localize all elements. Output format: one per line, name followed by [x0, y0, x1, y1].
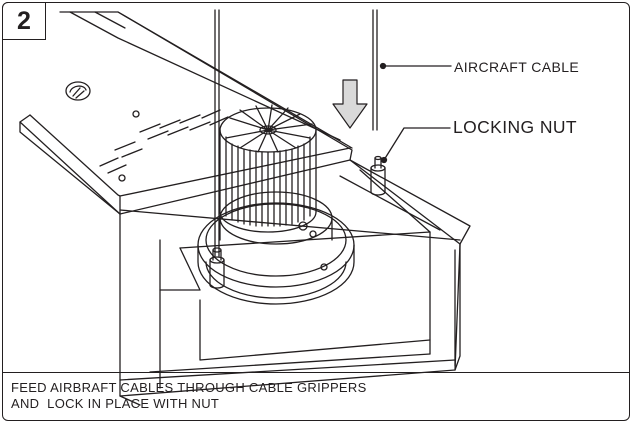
step-number: 2	[17, 6, 31, 35]
lamp-module	[197, 191, 355, 305]
locking-nut-label: LOCKING NUT	[453, 117, 577, 137]
caption-text: FEED AIRBRAFT CABLES THROUGH CABLE GRIPP…	[11, 380, 367, 412]
caption-line-2: AND LOCK IN PLACE WITH NUT	[11, 396, 220, 411]
caption-line-1: FEED AIRBRAFT CABLES THROUGH CABLE GRIPP…	[11, 380, 367, 395]
instruction-caption: FEED AIRBRAFT CABLES THROUGH CABLE GRIPP…	[3, 372, 629, 419]
step-number-badge: 2	[2, 2, 46, 40]
heat-sink	[219, 104, 317, 233]
fixture-housing	[19, 11, 353, 215]
down-arrow-icon	[332, 79, 368, 129]
cable-gripper-front	[209, 247, 225, 289]
aircraft-cable-label: AIRCRAFT CABLE	[454, 59, 580, 75]
leader-lines	[379, 62, 452, 164]
mounting-tray	[119, 159, 471, 406]
